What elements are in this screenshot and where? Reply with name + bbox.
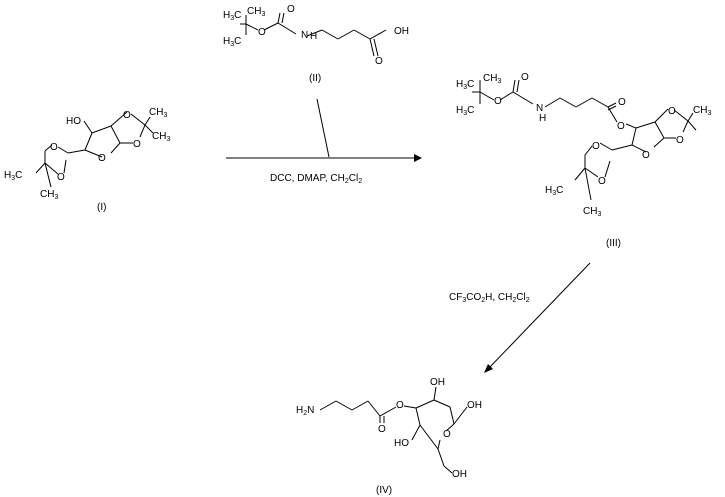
hydroxyl-label: OH	[452, 469, 467, 480]
methyl-label: H3C	[456, 79, 474, 91]
atom-h: H	[539, 113, 546, 124]
atom-o: O	[443, 429, 451, 440]
methyl-label: CH3	[693, 105, 711, 117]
atom-o: O	[598, 176, 606, 187]
arrow-head	[414, 154, 422, 162]
reagent-addition-line	[316, 98, 330, 158]
hydroxyl-label: OH	[467, 400, 482, 411]
methyl-label: CH3	[152, 131, 170, 143]
compound-label: (IV)	[376, 485, 392, 496]
reaction-conditions: CF3CO2H, CH2Cl2	[449, 292, 530, 304]
methyl-label: CH3	[40, 189, 58, 201]
atom-o: O	[521, 72, 529, 83]
hydroxyl-label: OH	[430, 377, 445, 388]
atom-o: O	[396, 400, 404, 411]
atom-o: O	[50, 142, 58, 153]
methyl-label: H3C	[545, 185, 563, 197]
methyl-label: H3C	[223, 36, 241, 48]
atom-o: O	[98, 153, 106, 164]
compound-iii: O O N H O O O O O O O H3C CH3 H3C CH3 H3…	[456, 72, 711, 249]
atom-o: O	[494, 96, 502, 107]
compound-i-bonds	[35, 111, 154, 188]
arrow-shaft	[488, 262, 591, 369]
atom-o: O	[378, 424, 386, 435]
amine-label: H2N	[296, 405, 314, 417]
atom-o: O	[642, 150, 650, 161]
atom-o: O	[133, 139, 141, 150]
compound-ii-bonds	[240, 12, 387, 57]
hydroxyl-label: HO	[66, 116, 81, 127]
atom-o: O	[258, 27, 266, 38]
reaction-arrow-2: CF3CO2H, CH2Cl2	[449, 262, 591, 373]
atom-o: O	[57, 172, 65, 183]
atom-o: O	[592, 141, 600, 152]
compound-iii-bonds	[472, 79, 697, 201]
compound-label: (II)	[309, 73, 321, 84]
methyl-label: CH3	[483, 73, 501, 85]
compound-label: (I)	[97, 202, 106, 213]
methyl-label: CH3	[149, 107, 167, 119]
atom-o: O	[375, 56, 383, 67]
atom-o: O	[676, 135, 684, 146]
atom-o: O	[287, 4, 295, 15]
atom-h: H	[310, 31, 317, 42]
atom-o: O	[668, 106, 676, 117]
methyl-label: CH3	[247, 6, 265, 18]
methyl-label: H3C	[4, 170, 22, 182]
atom-n: N	[536, 103, 543, 114]
methyl-label: H3C	[223, 10, 241, 22]
compound-label: (III)	[606, 238, 621, 249]
methyl-label: CH3	[583, 206, 601, 218]
atom-n: N	[301, 30, 308, 41]
compound-i: HO O O O O O CH3 CH3 H3C CH3 (I)	[4, 107, 170, 213]
compound-iv: H2N O O OH OH HO O OH (IV)	[296, 377, 482, 496]
reaction-conditions: DCC, DMAP, CH2Cl2	[270, 173, 362, 185]
arrow-head	[484, 364, 493, 373]
hydroxyl-label: OH	[394, 26, 409, 37]
atom-o: O	[617, 121, 625, 132]
compound-iv-bonds	[319, 386, 468, 474]
methyl-label: H3C	[456, 105, 474, 117]
atom-o: O	[618, 97, 626, 108]
hydroxyl-label: HO	[394, 438, 409, 449]
atom-o: O	[123, 110, 131, 121]
reaction-arrow-1: DCC, DMAP, CH2Cl2	[226, 98, 422, 185]
compound-ii: O O N H OH O H3C CH3 H3C (II)	[223, 4, 409, 84]
